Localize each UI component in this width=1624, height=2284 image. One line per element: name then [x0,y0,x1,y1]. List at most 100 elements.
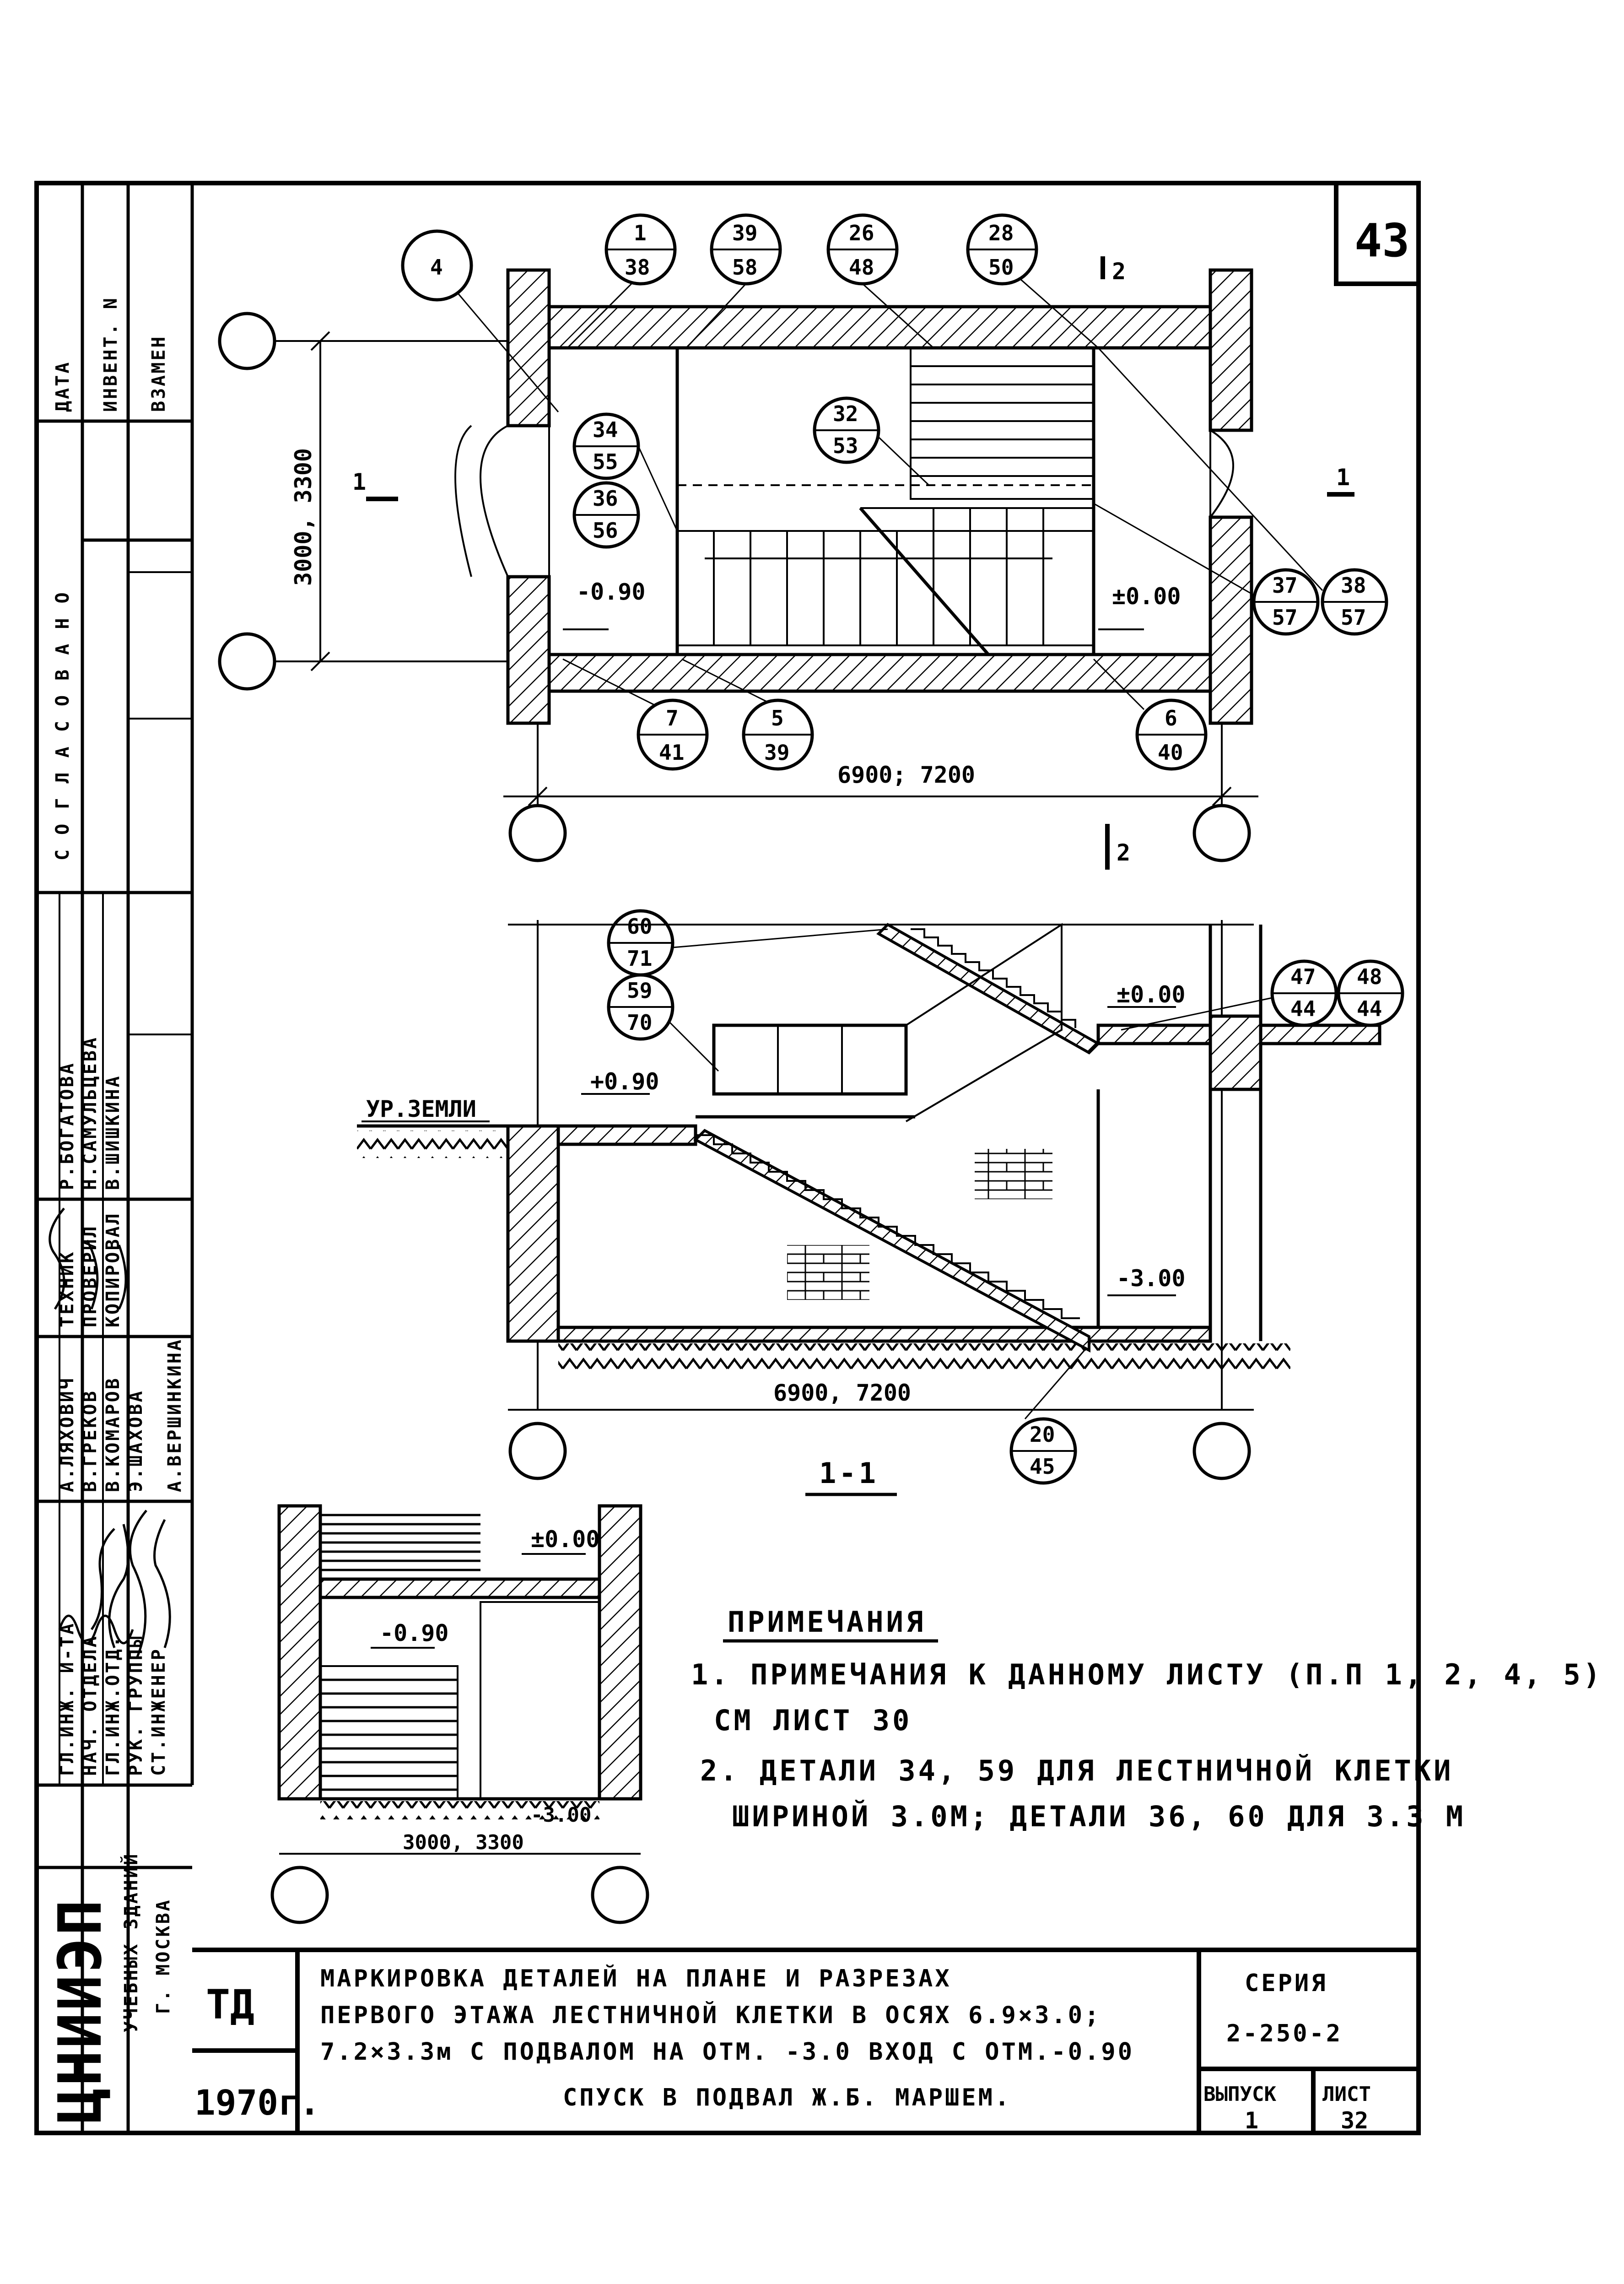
svg-text:6: 6 [1165,706,1177,731]
staff-name: В.КОМАРОВ [103,1376,124,1492]
sheet-value: 32 [1341,2107,1368,2134]
detail-callout: 539 [742,698,814,771]
svg-text:38: 38 [625,255,650,280]
svg-text:1: 1 [634,221,647,245]
staff-name: Э.ШАХОВА [125,1389,146,1492]
replace-label: ВЗАМЕН [148,335,169,412]
svg-text:38: 38 [1341,573,1366,598]
staff-name: В.ГРЕКОВ [80,1389,101,1492]
staff-role: КОПИРОВАЛ [103,1212,124,1327]
sheet-label: ЛИСТ [1322,2083,1371,2106]
axis-marker [1192,1422,1251,1480]
sheet-number-box [1334,181,1421,286]
title-line-4: СПУСК В ПОДВАЛ Ж.Б. МАРШЕМ. [563,2084,1011,2111]
sheet-frame [34,181,1421,2135]
issue-value: 1 [1245,2107,1258,2134]
svg-text:50: 50 [988,255,1014,280]
staff-name: В.ШИШКИНА [103,1074,124,1190]
svg-text:57: 57 [1272,605,1297,630]
ground-label: УР.ЗЕМЛИ [366,1096,476,1122]
svg-text:57: 57 [1341,605,1366,630]
cut-marker: 2 [1112,258,1126,285]
svg-text:48: 48 [849,255,874,280]
title-line-1: МАРКИРОВКА ДЕТАЛЕЙ НА ПЛАНЕ И РАЗРЕЗАХ [320,1965,952,1992]
svg-text:39: 39 [764,740,789,765]
axis-marker [1192,804,1251,862]
svg-text:56: 56 [593,518,618,543]
svg-text:71: 71 [627,946,652,971]
level-label: +0.90 [590,1068,659,1095]
staff-block: ГЛ.ИНЖ. И-ТА А.ЛЯХОВИЧ НАЧ. ОТДЕЛА В.ГРЕ… [57,1036,185,1776]
staff-role: ГЛ.ИНЖ. И-ТА [57,1622,78,1776]
axis-marker [591,1866,649,1924]
staff-name: Н.САМУЛЬЦЕВА [80,1036,101,1190]
svg-text:55: 55 [593,449,618,474]
organization-block: ЦНИИЭП УЧЕБНЫХ ЗДАНИЙ Г. МОСКВА [37,1852,192,2124]
svg-text:7: 7 [666,706,679,731]
staff-name: А.ВЕРШИНКИНА [164,1338,185,1492]
svg-text:41: 41 [659,740,684,765]
plan-view: 1 1 2 2 -0.90 ±0.00 3000, 3300 6900; 720… [218,256,1354,870]
svg-text:53: 53 [833,433,858,458]
level-label: ±0.00 [531,1526,600,1553]
staff-role: РУК. ГРУППЫ [125,1635,146,1776]
detail-callout: 741 [637,698,709,771]
organization-name: ЦНИИЭП [45,1898,115,2124]
svg-text:70: 70 [627,1010,652,1035]
svg-text:60: 60 [627,914,652,939]
svg-text:5: 5 [771,706,784,731]
svg-text:44: 44 [1290,996,1316,1021]
notes-heading: ПРИМЕЧАНИЯ [728,1605,926,1639]
note-item: 2. ДЕТАЛИ 34, 59 ДЛЯ ЛЕСТНИЧНОЙ КЛЕТКИ [700,1754,1453,1787]
axis-marker [508,804,567,862]
svg-text:20: 20 [1030,1422,1055,1447]
doc-type: ТД [206,1981,254,2028]
title-block [192,1948,1419,2133]
detail-callout: 640 [1135,698,1208,771]
series-value: 2-250-2 [1226,2020,1343,2047]
svg-text:40: 40 [1158,740,1183,765]
date-label: ДАТА [52,361,73,412]
level-label: -3.00 [531,1803,591,1827]
title-line-2: ПЕРВОГО ЭТАЖА ЛЕСТНИЧНОЙ КЛЕТКИ В ОСЯХ 6… [320,2001,1101,2029]
axis-marker [508,1422,567,1480]
svg-text:59: 59 [627,978,652,1003]
svg-text:34: 34 [593,417,618,442]
cut-marker: 1 [352,469,366,495]
svg-text:4: 4 [430,255,443,280]
staff-role: СТ.ИНЖЕНЕР [148,1647,169,1776]
title-line-3: 7.2×3.3м С ПОДВАЛОМ НА ОТМ. -3.0 ВХОД С … [320,2038,1134,2066]
level-label: -0.90 [577,579,646,605]
section2-dim-width: 3000, 3300 [403,1831,524,1854]
detail-callout: 138 [604,213,677,286]
svg-text:36: 36 [593,486,618,511]
staff-role: ГЛ.ИНЖ.ОТД. [103,1635,124,1776]
agreed-label: С О Г Л А С О В А Н О [52,590,73,861]
note-item: ШИРИНОЙ 3.0М; ДЕТАЛИ 36, 60 ДЛЯ 3.3 М [732,1800,1466,1833]
staff-name: А.ЛЯХОВИЧ [57,1376,78,1492]
level-label: ±0.00 [1112,583,1181,610]
note-item: СМ ЛИСТ 30 [714,1704,912,1737]
cut-marker: 2 [1117,839,1130,866]
section-1-1: УР.ЗЕМЛИ +0.90 ±0.00 -3.00 6900, 7200 1-… [357,909,1404,1496]
axis-marker [270,1866,329,1924]
svg-text:39: 39 [732,221,757,245]
issue-label: ВЫПУСК [1203,2083,1276,2106]
signatures [49,1207,171,1657]
note-item: 1. ПРИМЕЧАНИЯ К ДАННОМУ ЛИСТУ (П.П 1, 2,… [691,1658,1603,1691]
